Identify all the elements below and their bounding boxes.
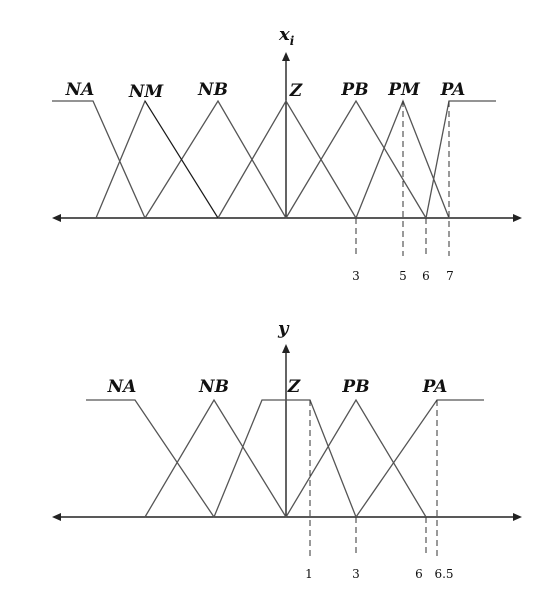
bottom-label-na: NA — [107, 377, 137, 397]
bottom-tick-6-5: 6.5 — [434, 567, 453, 581]
top-tick-6: 6 — [422, 269, 430, 283]
bottom-x-axis-left-arrow — [52, 513, 61, 521]
bottom-tick-3: 3 — [352, 567, 360, 581]
top-y-axis-arrow — [282, 52, 290, 61]
top-mf-pb — [285, 99, 427, 219]
bottom-mf-z — [213, 399, 357, 518]
top-label-pa: PA — [440, 80, 466, 100]
bottom-mf-na — [86, 399, 215, 518]
top-mf-pm — [355, 99, 450, 219]
top-stray-stroke — [144, 100, 219, 219]
top-x-axis-right-arrow — [513, 214, 522, 222]
bottom-x-axis-right-arrow — [513, 513, 522, 521]
top-label-pb: PB — [340, 80, 368, 100]
bottom-y-axis-arrow — [282, 344, 290, 353]
top-membership-diagram: xi NA NM NB Z PB PM PA 3 5 6 7 — [52, 24, 522, 283]
bottom-mf-pa — [355, 399, 484, 518]
top-mf-na — [52, 100, 146, 219]
bottom-mf-pb — [285, 398, 427, 518]
top-label-pm: PM — [387, 80, 421, 100]
top-label-nm: NM — [128, 82, 165, 102]
bottom-tick-6: 6 — [415, 567, 423, 581]
bottom-tick-1: 1 — [305, 567, 313, 581]
top-tick-7: 7 — [446, 269, 454, 283]
bottom-axis-title: y — [277, 318, 290, 339]
bottom-label-nb: NB — [198, 377, 229, 397]
top-label-z: Z — [289, 81, 303, 101]
top-tick-5: 5 — [399, 269, 407, 283]
top-mf-nb — [144, 99, 287, 219]
top-tick-3: 3 — [352, 269, 360, 283]
top-label-na: NA — [65, 80, 95, 100]
top-x-axis-left-arrow — [52, 214, 61, 222]
bottom-mf-nb — [144, 398, 287, 518]
top-mf-pa — [425, 100, 496, 219]
top-mf-nm — [95, 99, 219, 219]
top-label-nb: NB — [197, 80, 228, 100]
bottom-membership-diagram: y NA NB Z PB PA 1 3 6 6.5 — [52, 318, 522, 581]
top-mf-z — [217, 99, 357, 219]
bottom-label-pb: PB — [341, 377, 369, 397]
bottom-label-z: Z — [287, 377, 301, 397]
top-axis-title: xi — [278, 24, 295, 48]
bottom-label-pa: PA — [422, 377, 448, 397]
